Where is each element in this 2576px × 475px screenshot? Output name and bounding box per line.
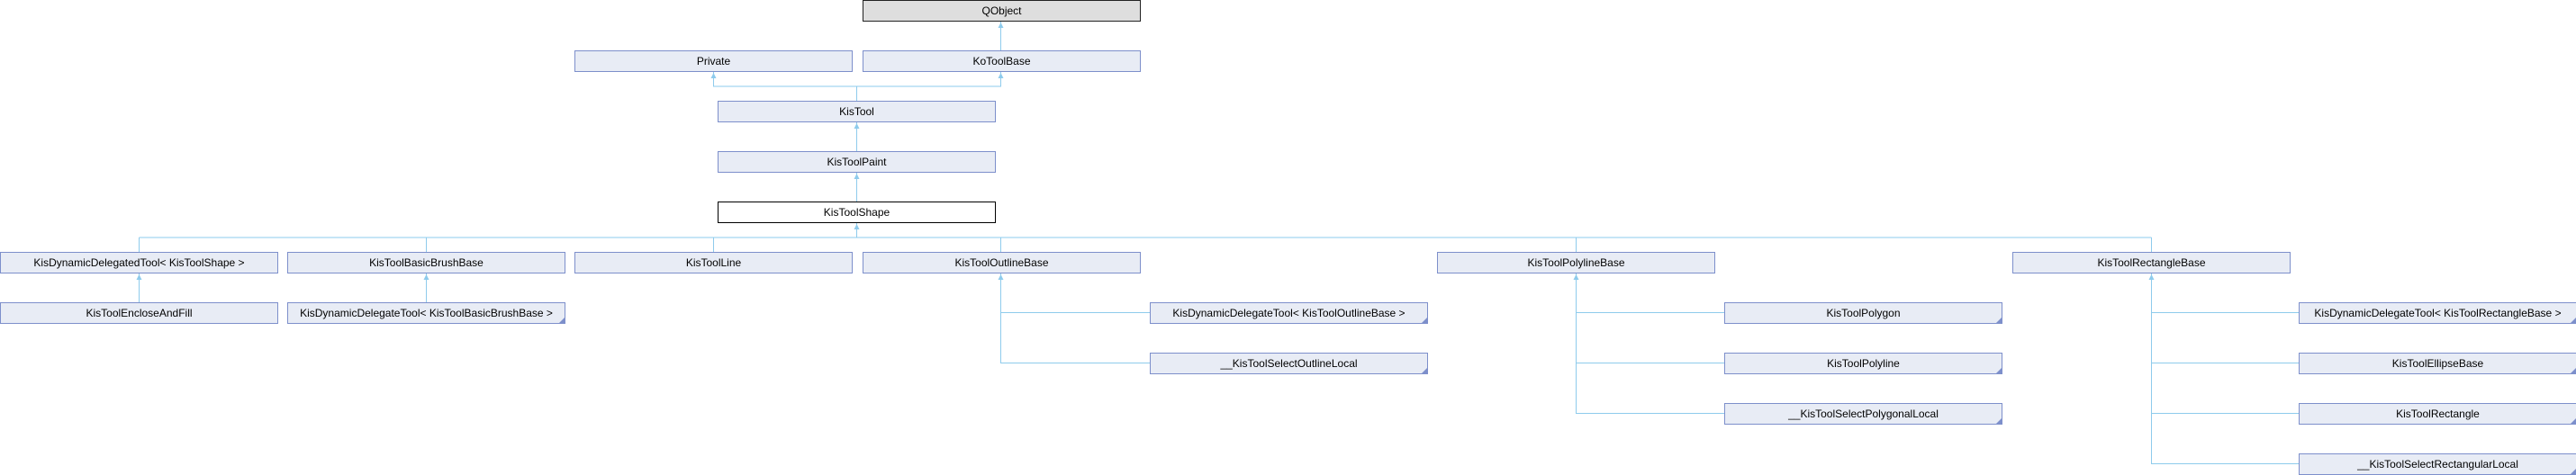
truncated-corner-icon (1422, 368, 1427, 373)
class-node-enclose-and-fill[interactable]: KisToolEncloseAndFill (0, 302, 278, 324)
class-node-polyline-base[interactable]: KisToolPolylineBase (1437, 252, 1715, 273)
arrow-icon (854, 174, 860, 179)
class-node-ellipse-base[interactable]: KisToolEllipseBase (2299, 353, 2576, 374)
class-name: __KisToolSelectOutlineLocal (1220, 357, 1358, 370)
class-name: KisToolOutlineBase (954, 256, 1049, 269)
class-name: KisDynamicDelegateTool< KisToolOutlineBa… (1172, 307, 1406, 319)
truncated-corner-icon (2571, 318, 2576, 323)
edge (1576, 273, 1724, 414)
class-name: KisToolPolylineBase (1527, 256, 1625, 269)
arrowheads (136, 22, 2155, 280)
class-node-dyn-delegate-brush[interactable]: KisDynamicDelegateTool< KisToolBasicBrus… (287, 302, 565, 324)
class-name: KisDynamicDelegateTool< KisToolBasicBrus… (300, 307, 553, 319)
truncated-corner-icon (2571, 418, 2576, 424)
class-name: KisToolShape (823, 206, 890, 219)
truncated-corner-icon (1422, 318, 1427, 323)
class-node-select-polygonal-local[interactable]: __KisToolSelectPolygonalLocal (1724, 403, 2002, 425)
class-name: KisToolPolyline (1827, 357, 1900, 370)
class-name: KisToolEncloseAndFill (86, 307, 193, 319)
class-name: KisToolPaint (827, 156, 887, 168)
class-node-private[interactable]: Private (574, 50, 853, 72)
truncated-corner-icon (559, 318, 565, 323)
class-name: KisToolLine (685, 256, 742, 269)
class-node-kotoolbase[interactable]: KoToolBase (863, 50, 1141, 72)
class-node-dyn-delegate-rect[interactable]: KisDynamicDelegateTool< KisToolRectangle… (2299, 302, 2576, 324)
arrow-icon (998, 22, 1004, 28)
arrow-icon (854, 224, 860, 229)
class-node-dyn-delegate-outline[interactable]: KisDynamicDelegateTool< KisToolOutlineBa… (1150, 302, 1428, 324)
class-name: KoToolBase (972, 55, 1031, 67)
class-node-tool-line[interactable]: KisToolLine (574, 252, 853, 273)
truncated-corner-icon (2571, 368, 2576, 373)
class-node-rectangle-base[interactable]: KisToolRectangleBase (2012, 252, 2291, 273)
truncated-corner-icon (1996, 368, 2002, 373)
arrow-icon (1573, 274, 1579, 280)
class-name: KisTool (839, 105, 874, 118)
class-name: KisToolBasicBrushBase (369, 256, 484, 269)
class-name: KisToolPolygon (1826, 307, 1901, 319)
class-name: KisToolRectangleBase (2097, 256, 2206, 269)
arrow-icon (423, 274, 429, 280)
class-node-dyn-delegated-shape[interactable]: KisDynamicDelegatedTool< KisToolShape > (0, 252, 278, 273)
edge (1000, 273, 1150, 363)
class-node-outline-base[interactable]: KisToolOutlineBase (863, 252, 1141, 273)
class-name: __KisToolSelectPolygonalLocal (1788, 408, 1939, 420)
truncated-corner-icon (1996, 418, 2002, 424)
truncated-corner-icon (1996, 318, 2002, 323)
class-node-rectangle[interactable]: KisToolRectangle (2299, 403, 2576, 425)
edge (713, 72, 1001, 87)
arrow-icon (998, 274, 1004, 280)
class-node-kistoolshape: KisToolShape (718, 202, 996, 223)
class-node-basic-brush-base[interactable]: KisToolBasicBrushBase (287, 252, 565, 273)
class-name: QObject (981, 4, 1022, 17)
arrow-icon (710, 73, 717, 78)
class-name: KisToolEllipseBase (2391, 357, 2484, 370)
class-node-polygon[interactable]: KisToolPolygon (1724, 302, 2002, 324)
class-name: KisDynamicDelegateTool< KisToolRectangle… (2314, 307, 2562, 319)
class-node-select-rectangular-local[interactable]: __KisToolSelectRectangularLocal (2299, 453, 2576, 475)
truncated-corner-icon (2571, 469, 2576, 474)
class-name: KisToolRectangle (2396, 408, 2480, 420)
class-node-qobject[interactable]: QObject (863, 0, 1141, 22)
class-name: __KisToolSelectRectangularLocal (2357, 458, 2518, 471)
class-node-kistool[interactable]: KisTool (718, 101, 996, 122)
arrow-icon (136, 274, 142, 280)
arrow-icon (2148, 274, 2155, 280)
class-node-kistoolpaint[interactable]: KisToolPaint (718, 151, 996, 173)
class-name: Private (696, 55, 731, 67)
arrow-icon (854, 123, 860, 129)
edge (2151, 273, 2299, 464)
arrow-icon (998, 73, 1004, 78)
class-node-select-outline-local[interactable]: __KisToolSelectOutlineLocal (1150, 353, 1428, 374)
class-node-polyline[interactable]: KisToolPolyline (1724, 353, 2002, 374)
class-name: KisDynamicDelegatedTool< KisToolShape > (33, 256, 245, 269)
